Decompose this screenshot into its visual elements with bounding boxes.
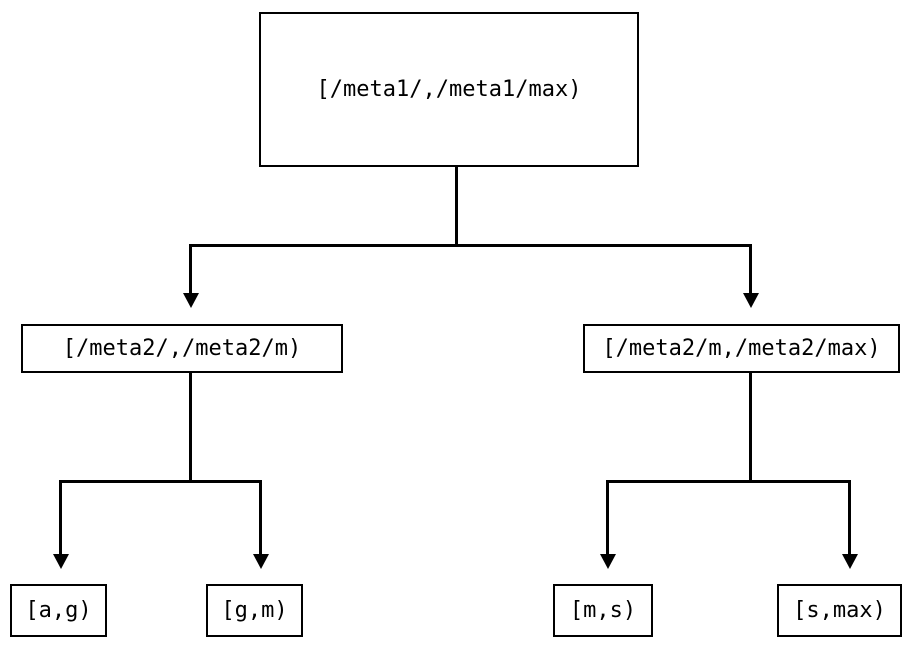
tree-node-root[interactable]: [/meta1/,/meta1/max) — [259, 12, 639, 167]
tree-node-leaf-ag-label: [a,g) — [25, 598, 92, 623]
tree-node-leaf-gm[interactable]: [g,m) — [206, 584, 303, 637]
tree-node-leaf-ms-label: [m,s) — [569, 598, 637, 623]
edge-mid-left-bus — [59, 480, 262, 483]
arrow-down-icon-mid-left-to-leaf-ag — [53, 554, 69, 569]
edge-mid-left-stem — [189, 373, 192, 483]
arrow-down-icon-mid-right-to-leaf-ms — [600, 554, 616, 569]
edge-root-to-mid-left-drop — [189, 244, 192, 293]
edge-mid-right-to-leaf-ms-drop — [606, 480, 609, 554]
tree-node-mid-right-label: [/meta2/m,/meta2/max) — [602, 336, 881, 361]
edge-mid-right-to-leaf-smax-drop — [848, 480, 851, 554]
edge-root-bus-right — [455, 244, 752, 247]
arrow-down-icon-root-to-mid-left — [183, 293, 199, 308]
edge-mid-left-to-leaf-gm-drop — [259, 480, 262, 554]
tree-node-leaf-ms[interactable]: [m,s) — [553, 584, 653, 637]
tree-node-leaf-ag[interactable]: [a,g) — [10, 584, 107, 637]
tree-node-root-label: [/meta1/,/meta1/max) — [316, 77, 582, 102]
tree-node-leaf-gm-label: [g,m) — [221, 598, 288, 623]
edge-root-to-mid-right-drop — [749, 244, 752, 293]
edge-mid-right-stem — [749, 373, 752, 483]
tree-node-mid-left-label: [/meta2/,/meta2/m) — [62, 336, 302, 361]
tree-node-leaf-smax[interactable]: [s,max) — [777, 584, 902, 637]
edge-mid-left-to-leaf-ag-drop — [59, 480, 62, 554]
tree-node-leaf-smax-label: [s,max) — [793, 598, 886, 623]
edge-root-bus — [189, 244, 458, 247]
arrow-down-icon-mid-left-to-leaf-gm — [253, 554, 269, 569]
tree-node-mid-right[interactable]: [/meta2/m,/meta2/max) — [583, 324, 900, 373]
tree-node-mid-left[interactable]: [/meta2/,/meta2/m) — [21, 324, 343, 373]
arrow-down-icon-root-to-mid-right — [743, 293, 759, 308]
edge-mid-right-bus — [606, 480, 851, 483]
edge-root-stem — [455, 167, 458, 246]
arrow-down-icon-mid-right-to-leaf-smax — [842, 554, 858, 569]
